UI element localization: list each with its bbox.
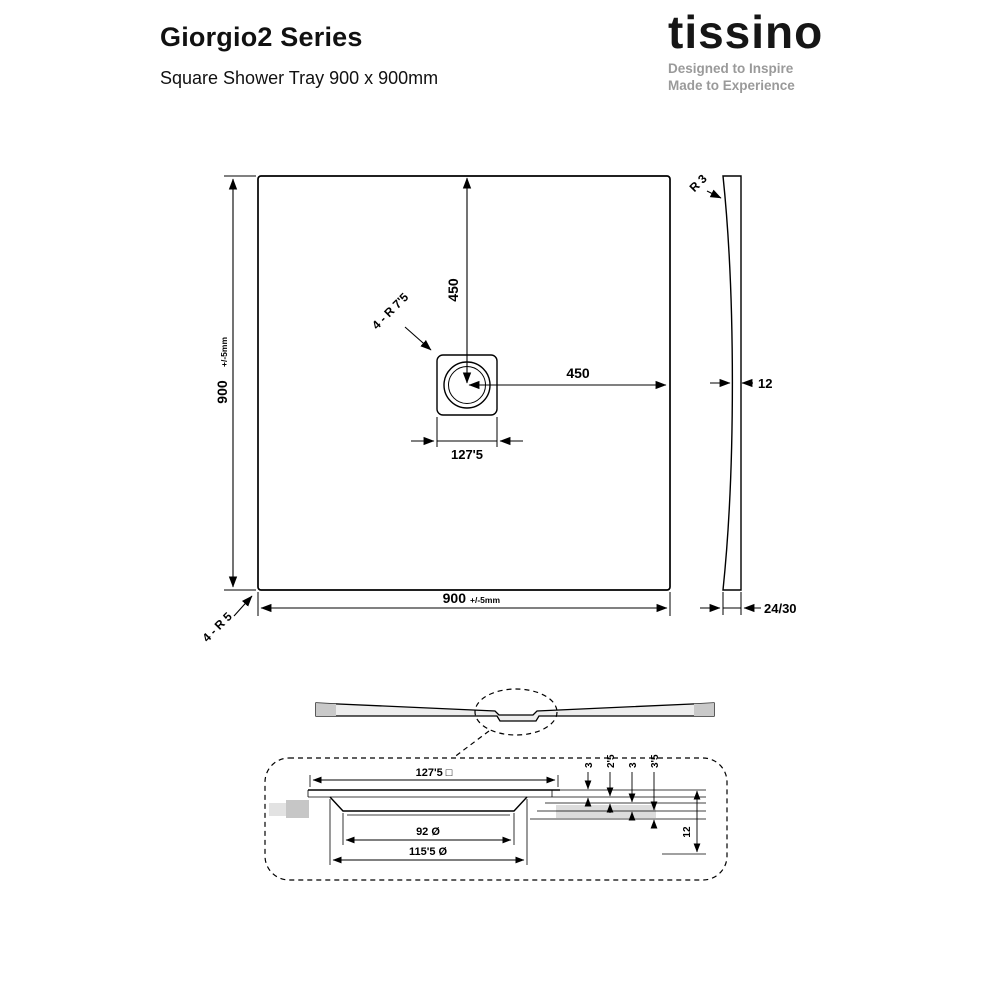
dim-inner-diameter: 92 Ø [342,813,515,845]
dim-label-width: 900 [443,590,467,606]
depth-label: 12 [682,826,693,838]
mid-thickness-label: 12 [758,376,772,391]
page-subtitle: Square Shower Tray 900 x 900mm [160,68,439,88]
dim-tolerance-height: +/-5mm [219,337,229,367]
section-end-shading-left [316,703,336,716]
dim-drain-to-right-450: 450 [468,365,667,390]
dim-label-drain-top: 450 [445,278,461,302]
detail-boundary [264,757,728,881]
dim-step-3: 3 [628,762,639,821]
section-end-shading-right [694,703,714,716]
dim-drain-to-top-450: 450 [445,177,472,384]
detail-shading-left-light [269,803,286,816]
inner-diameter-label: 92 Ø [416,826,440,838]
section-profile [315,702,715,722]
tray-outline [257,175,671,591]
dim-height-900: 900 +/-5mm [214,175,256,591]
detail-extension-lines [530,789,706,820]
detail-view: 127'5 □ 92 Ø 115'5 Ø 3 2'5 [264,754,728,881]
detail-shading-right [556,805,656,818]
dim-width-900: 900 +/-5mm [257,590,671,616]
label-tray-corner-radius: 4 - R 5 [199,595,253,645]
outer-diameter-label: 115'5 Ø [409,846,448,858]
detail-shading-left-dark [286,800,309,818]
drain-corner-radius-label: 4 - R 7'5 [369,290,411,332]
label-drain-corner-radius: 4 - R 7'5 [369,290,432,351]
dim-step-2: 2'5 [606,754,617,813]
dim-step-1: 3 [584,762,595,807]
dim-drain-width-127-5: 127'5 [411,417,523,462]
brand-tagline-line1: Designed to Inspire [668,61,794,76]
leader-line [706,189,722,199]
side-profile [722,175,742,591]
detail-profile [269,789,656,818]
plan-view: 900 +/-5mm 900 +/-5mm 450 450 [199,175,671,645]
dim-step-4: 3'5 [650,754,661,829]
dim-label-drain-right: 450 [566,365,590,381]
dim-edge-thickness-24-30: 24/30 [700,592,797,616]
leader-line [233,595,253,617]
detail-callout-leader [452,730,490,759]
section-view [315,688,715,759]
brand-logo: tissino [668,6,824,58]
dim-detail-depth-12: 12 [662,790,706,855]
side-view: R 3 12 24/30 [687,171,797,616]
step4-label: 3'5 [650,754,661,768]
page-title: Giorgio2 Series [160,22,363,52]
dim-mid-thickness-12: 12 [710,376,772,391]
dim-tolerance-width: +/-5mm [470,595,500,605]
leader-line [404,326,432,351]
step3-label: 3 [628,762,639,768]
step2-label: 2'5 [606,754,617,768]
detail-square-label: 127'5 □ [416,767,453,779]
brand-tagline-line2: Made to Experience [668,78,795,93]
dim-label-height: 900 [214,380,230,404]
dim-detail-square: 127'5 □ [309,767,559,787]
dim-outer-diameter: 115'5 Ø [329,799,528,865]
edge-thickness-label: 24/30 [764,601,797,616]
brand-tagline: Designed to Inspire Made to Experience [668,60,888,94]
step1-label: 3 [584,762,595,768]
dim-label-drain-width: 127'5 [451,447,483,462]
tray-corner-radius-label: 4 - R 5 [199,609,235,645]
detail-callout-circle [474,688,558,736]
brand-block: tissino Designed to Inspire Made to Expe… [668,6,888,94]
edge-radius-label: R 3 [687,171,710,194]
label-edge-radius-r3: R 3 [687,171,722,199]
detail-basin [329,796,528,812]
